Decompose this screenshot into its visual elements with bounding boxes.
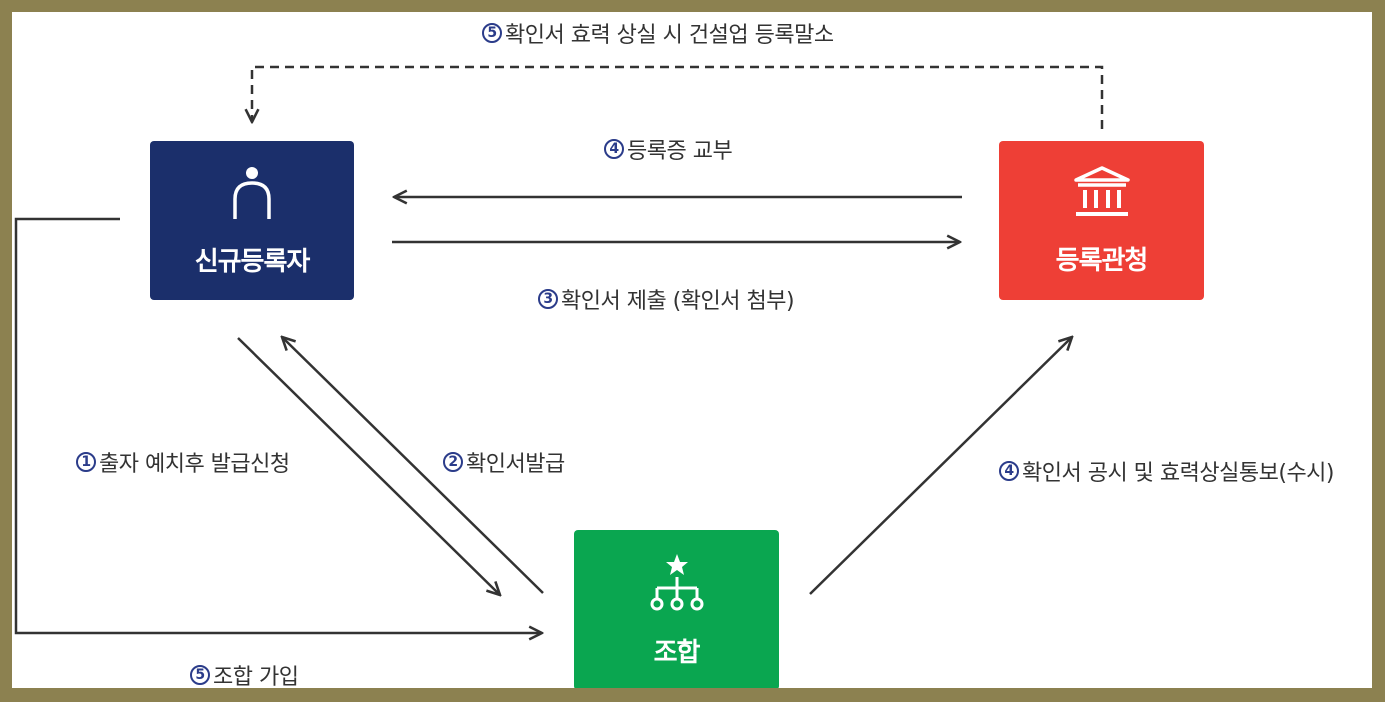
organization-star-icon — [650, 553, 703, 610]
step-text: 확인서발급 — [466, 452, 565, 477]
person-icon — [233, 167, 271, 219]
node-office: 등록관청 — [999, 141, 1204, 300]
step-text: 출자 예치후 발급신청 — [99, 452, 290, 477]
step-text: 등록증 교부 — [627, 139, 733, 164]
step-number: 5 — [482, 23, 502, 43]
step-label-cancel: 5 확인서 효력 상실 시 건설업 등록말소 — [482, 17, 834, 49]
step-number: 3 — [538, 289, 558, 309]
arrow-union-join — [14, 217, 542, 633]
diagram-canvas: 신규등록자 등록관청 조합 5 확인서 효력 상실 시 — [12, 12, 1372, 688]
step-number: 1 — [76, 452, 96, 472]
flow-arrows — [14, 65, 1104, 688]
node-union: 조합 — [574, 530, 779, 688]
step-label-application: 1 출자 예치후 발급신청 — [76, 446, 290, 478]
node-applicant: 신규등록자 — [150, 141, 354, 300]
step-label-notice: 4 확인서 공시 및 효력상실통보(수시) — [999, 455, 1335, 487]
node-office-label: 등록관청 — [1055, 246, 1149, 276]
node-union-label: 조합 — [653, 637, 701, 668]
arrow-registration-cancel — [252, 65, 1104, 129]
arrow-notice — [809, 337, 1072, 595]
step-text: 확인서 제출 (확인서 첨부) — [561, 289, 795, 314]
step-number: 4 — [999, 461, 1019, 481]
step-text: 확인서 공시 및 효력상실통보(수시) — [1022, 461, 1335, 486]
step-label-confirmation-issue: 2 확인서발급 — [443, 446, 565, 478]
arrow-confirmation-issue — [282, 337, 544, 594]
node-applicant-label: 신규등록자 — [194, 247, 311, 277]
step-label-union-join: 5 조합 가입 — [190, 659, 299, 688]
step-number: 5 — [190, 665, 210, 685]
step-number: 2 — [443, 452, 463, 472]
government-building-icon — [1073, 166, 1130, 216]
step-label-submission: 3 확인서 제출 (확인서 첨부) — [538, 283, 795, 315]
step-text: 확인서 효력 상실 시 건설업 등록말소 — [505, 23, 834, 48]
step-label-certificate-issue: 4 등록증 교부 — [604, 133, 733, 165]
arrow-application — [237, 337, 500, 595]
step-text: 조합 가입 — [213, 665, 299, 688]
step-number: 4 — [604, 139, 624, 159]
